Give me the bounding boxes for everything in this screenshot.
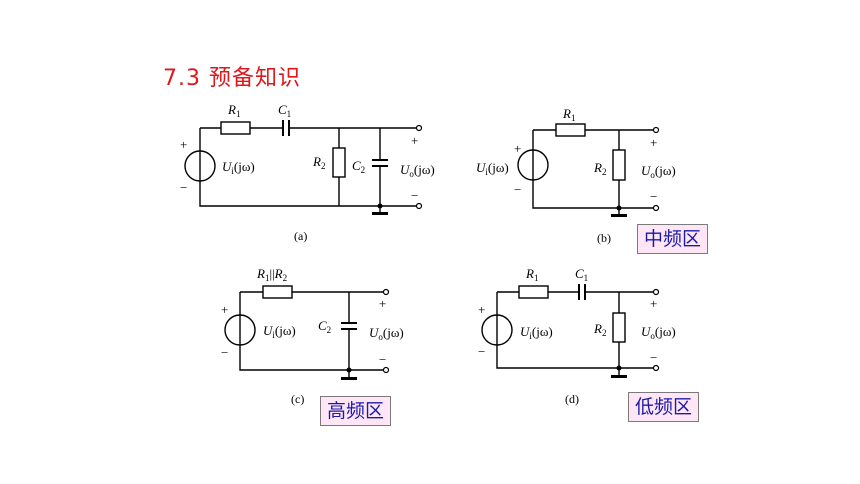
output-terminal-bottom — [652, 364, 660, 372]
circuit-d: R1 C1 R2 Ui(jω) Uo(jω) + − + − (d) — [478, 266, 676, 406]
svg-text:+: + — [650, 296, 657, 311]
svg-text:Ui(jω): Ui(jω) — [263, 323, 296, 340]
svg-text:+: + — [411, 133, 418, 148]
capacitor-c1 — [578, 284, 586, 300]
svg-text:+: + — [379, 296, 386, 311]
tag-high-frequency: 高频区 — [320, 396, 392, 426]
resistor-r1 — [220, 121, 251, 135]
tag-mid-frequency: 中频区 — [637, 224, 709, 254]
svg-text:R2: R2 — [593, 321, 606, 338]
ground-icon — [372, 212, 388, 215]
svg-text:C1: C1 — [278, 102, 291, 119]
svg-text:Ui(jω): Ui(jω) — [222, 159, 255, 176]
svg-text:+: + — [180, 137, 187, 152]
output-terminal-bottom — [415, 202, 423, 210]
resistor-r2 — [612, 149, 626, 181]
junction-dot — [377, 203, 383, 209]
caption-b: (b) — [597, 231, 611, 245]
svg-text:−: − — [379, 352, 386, 367]
resistor-r2 — [612, 312, 626, 343]
svg-text:R1||R2: R1||R2 — [256, 266, 287, 283]
section-title: 7.3 预备知识 — [163, 66, 301, 91]
junction-dot — [346, 367, 352, 373]
circuit-b: R1 R2 Ui(jω) Uo(jω) + − + − (b) — [476, 106, 676, 245]
svg-text:R1: R1 — [227, 102, 240, 119]
resistor-r1 — [555, 123, 586, 137]
output-terminal-top — [652, 126, 660, 134]
caption-d: (d) — [565, 392, 579, 406]
svg-text:+: + — [478, 302, 485, 317]
junction-dot — [616, 365, 622, 371]
svg-text:Uo(jω): Uo(jω) — [400, 162, 435, 179]
output-terminal-bottom — [382, 366, 390, 374]
svg-text:−: − — [650, 350, 657, 365]
resistor-r1 — [518, 285, 549, 299]
tag-low-frequency: 低频区 — [628, 392, 700, 422]
svg-text:−: − — [514, 182, 521, 197]
output-terminal-top — [415, 124, 423, 132]
capacitor-c2 — [372, 159, 388, 167]
resistor-r1-parallel-r2 — [262, 285, 293, 299]
svg-text:−: − — [478, 344, 485, 359]
svg-text:−: − — [411, 188, 418, 203]
svg-text:R1: R1 — [562, 106, 575, 123]
svg-text:−: − — [180, 180, 187, 195]
circuit-c: R1||R2 C2 Ui(jω) Uo(jω) + − + − (c) — [221, 266, 404, 406]
svg-text:R2: R2 — [312, 154, 325, 171]
resistor-r2 — [332, 147, 346, 178]
svg-text:C1: C1 — [575, 266, 588, 283]
svg-text:−: − — [650, 189, 657, 204]
svg-text:−: − — [221, 345, 228, 360]
caption-c: (c) — [291, 392, 304, 406]
ground-icon — [611, 375, 627, 378]
svg-text:C2: C2 — [318, 318, 331, 335]
caption-a: (a) — [294, 229, 307, 243]
svg-text:Uo(jω): Uo(jω) — [641, 324, 676, 341]
svg-text:Ui(jω): Ui(jω) — [476, 160, 509, 177]
svg-text:Uo(jω): Uo(jω) — [641, 163, 676, 180]
capacitor-c2 — [341, 322, 357, 330]
svg-text:Ui(jω): Ui(jω) — [520, 324, 553, 341]
output-terminal-bottom — [652, 204, 660, 212]
capacitor-c1 — [282, 120, 290, 136]
svg-text:+: + — [221, 302, 228, 317]
svg-text:Uo(jω): Uo(jω) — [369, 325, 404, 342]
circuit-a: R1 C1 R2 C2 Ui(jω) Uo(jω) + − + − (a) — [180, 102, 435, 243]
svg-text:+: + — [514, 141, 521, 156]
svg-text:R1: R1 — [525, 266, 538, 283]
output-terminal-top — [382, 288, 390, 296]
svg-text:+: + — [650, 135, 657, 150]
svg-text:R2: R2 — [593, 160, 606, 177]
output-terminal-top — [652, 288, 660, 296]
svg-text:C2: C2 — [352, 158, 365, 175]
ground-icon — [611, 214, 627, 217]
ground-icon — [341, 377, 357, 380]
junction-dot — [616, 205, 622, 211]
